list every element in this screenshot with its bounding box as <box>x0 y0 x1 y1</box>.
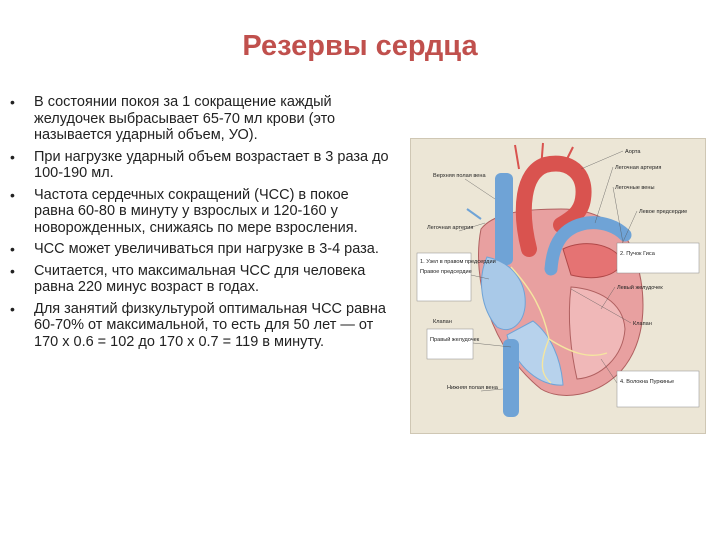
label-left-ventricle: Левый желудочек <box>617 284 663 291</box>
label-pulm-artery-right: Легочная артерия <box>615 165 661 171</box>
label-pulm-veins: Легочные вены <box>615 185 655 191</box>
arrow-aorta-left <box>514 144 520 170</box>
leader-line <box>600 286 616 310</box>
bullet-text: При нагрузке ударный объем возрастает в … <box>34 148 389 182</box>
arrow-pulm-left <box>466 208 482 220</box>
leader-line <box>570 288 632 324</box>
bullet-text: Для занятий физкультурой оптимальная ЧСС… <box>34 300 386 350</box>
label-right-ventricle: Правый желудочек <box>430 336 480 343</box>
leader-line <box>580 150 624 170</box>
label-valve-right: Клапан <box>633 321 652 327</box>
label-valve-left: Клапан <box>433 319 452 325</box>
note-box-node <box>416 252 472 302</box>
label-superior-vena-cava: Верхняя полая вена <box>433 173 486 179</box>
heart-diagram-svg: Верхняя полая вена Легочная артерия 1. У… <box>416 142 700 417</box>
note-box-ventricle <box>426 328 474 360</box>
bullet-list: • В состоянии покоя за 1 сокращение кажды… <box>10 94 390 355</box>
note-box-fibers <box>616 370 700 408</box>
label-right-atrium: Правое предсердие <box>420 269 472 275</box>
leader-line <box>470 274 490 280</box>
heart-diagram: Верхняя полая вена Легочная артерия 1. У… <box>410 138 706 434</box>
bullet-item: • ЧСС может увеличиваться при нагрузке в … <box>10 241 390 258</box>
bullet-glyph: • <box>10 148 15 165</box>
aorta-arch <box>515 155 592 257</box>
label-inferior-vena-cava: Нижняя полая вена <box>447 385 499 391</box>
bullet-glyph: • <box>10 241 15 257</box>
leader-line <box>458 222 486 232</box>
bullet-glyph: • <box>10 94 15 110</box>
bullet-text: Считается, что максимальная ЧСС для чело… <box>34 262 366 296</box>
leader-line <box>464 178 496 200</box>
leader-line <box>612 186 624 244</box>
bullet-item: • В состоянии покоя за 1 сокращение кажды… <box>10 94 390 144</box>
bullet-item: • Считается, что максимальная ЧСС для чел… <box>10 263 390 296</box>
bullet-item: • Частота сердечных сокращений (ЧСС) в по… <box>10 187 390 237</box>
leader-line <box>480 388 504 392</box>
bullet-glyph: • <box>10 300 15 317</box>
label-pulm-artery-left: Легочная артерия <box>427 225 473 231</box>
bullet-text: ЧСС может увеличиваться при нагрузке в 3… <box>34 241 379 257</box>
right-atrium <box>481 256 526 330</box>
leader-line <box>472 342 512 348</box>
left-ventricle <box>568 286 626 380</box>
bullet-glyph: • <box>10 262 15 279</box>
label-node-note: 1. Узел в правом предсердии <box>420 259 496 265</box>
label-left-atrium: Левое предсердие <box>639 209 687 215</box>
slide-title: Резервы сердца <box>242 30 478 62</box>
label-bundle-note: 2. Пучок Гиса <box>620 251 656 257</box>
label-fibers-note: 4. Волокна Пуркинье <box>620 379 674 385</box>
bullet-item: • При нагрузке ударный объем возрастает в… <box>10 149 390 182</box>
superior-vena-cava <box>495 173 513 265</box>
label-aorta: Аорта <box>625 149 641 155</box>
bullet-glyph: • <box>10 186 15 203</box>
inferior-vena-cava <box>503 339 519 417</box>
conduction-fibers <box>510 266 608 384</box>
bullet-item: • Для занятий физкультурой оптимальная ЧС… <box>10 301 390 351</box>
pulmonary-artery <box>544 216 632 276</box>
leader-line <box>600 358 618 384</box>
note-box-bundle <box>616 242 700 274</box>
bullet-text: Частота сердечных сокращений (ЧСС) в пок… <box>34 186 358 236</box>
bullet-text: В состоянии покоя за 1 сокращение каждый… <box>34 94 336 143</box>
leader-line <box>594 166 614 224</box>
